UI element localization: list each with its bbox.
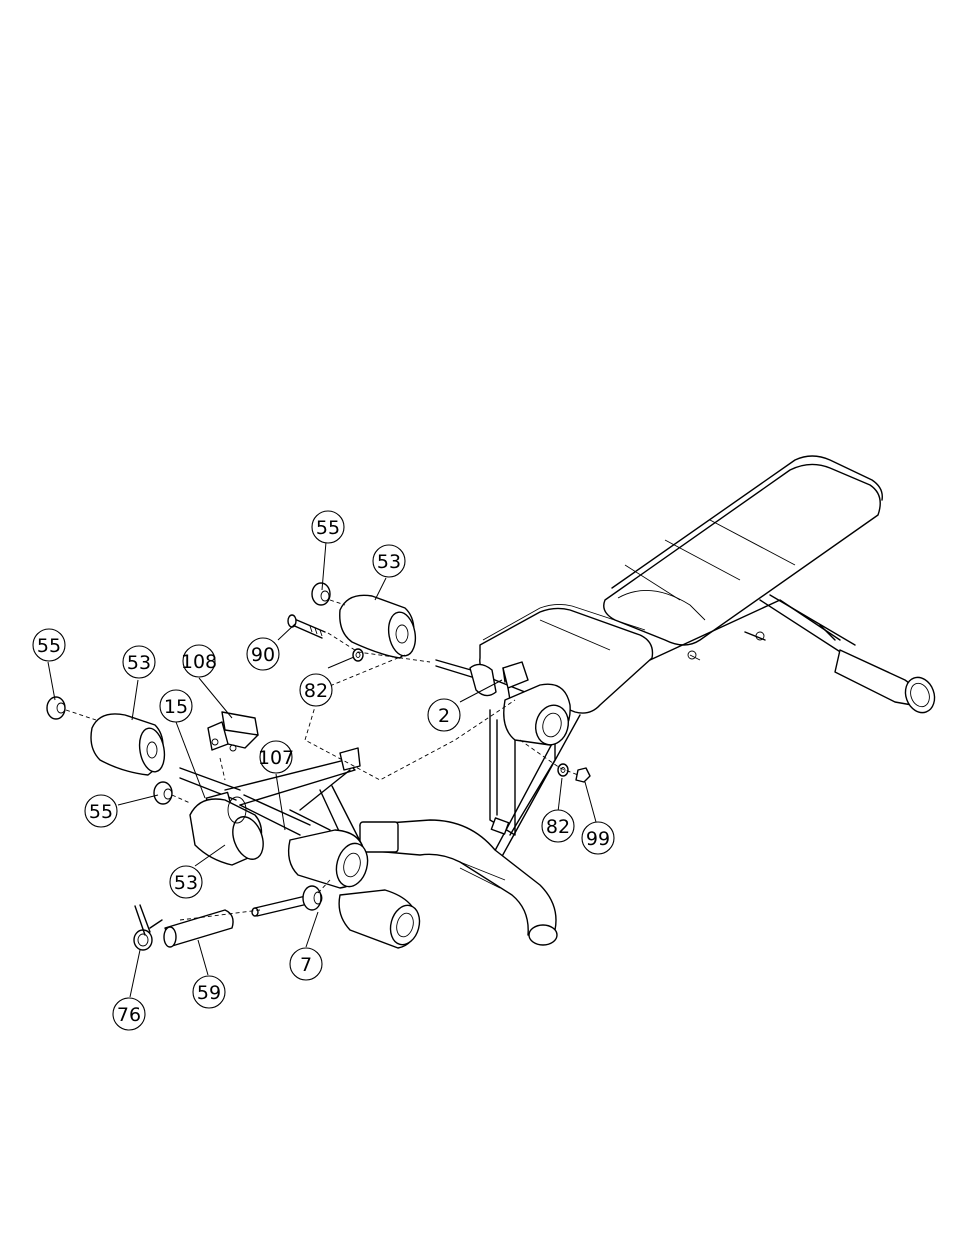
callout-label: 55 (89, 801, 113, 823)
callout-108: 108 (181, 645, 217, 677)
part-108-bracket (208, 712, 258, 751)
callout-label: 2 (438, 705, 450, 727)
callout-label: 107 (258, 747, 294, 769)
callout-107: 107 (258, 741, 294, 773)
callout-label: 108 (181, 651, 217, 673)
callout-label: 53 (174, 872, 198, 894)
callout-59: 59 (193, 976, 225, 1008)
callout-53: 53 (373, 545, 405, 577)
roller-53-left (91, 714, 168, 775)
callout-55: 55 (312, 511, 344, 543)
callout-label: 15 (164, 696, 188, 718)
callout-label: 55 (37, 635, 61, 657)
callout-76: 76 (113, 998, 145, 1030)
callout-label: 90 (251, 644, 275, 666)
callout-label: 59 (197, 982, 221, 1004)
callout-label: 55 (316, 517, 340, 539)
callout-label: 53 (377, 551, 401, 573)
front-roller-pad (504, 684, 573, 748)
callout-82: 82 (542, 810, 574, 842)
callout-15: 15 (160, 690, 192, 722)
callout-53: 53 (123, 646, 155, 678)
callout-53: 53 (170, 866, 202, 898)
callout-55: 55 (85, 795, 117, 827)
callout-label: 7 (300, 954, 312, 976)
callout-55: 55 (33, 629, 65, 661)
bracket-2 (436, 660, 528, 700)
callout-90: 90 (247, 638, 279, 670)
callout-label: 82 (304, 680, 328, 702)
callout-7: 7 (290, 948, 322, 980)
callout-label: 76 (117, 1004, 141, 1026)
callout-2: 2 (428, 699, 460, 731)
callout-82: 82 (300, 674, 332, 706)
roller-53-lower (190, 797, 269, 865)
callout-label: 99 (586, 828, 610, 850)
callout-label: 82 (546, 816, 570, 838)
callout-99: 99 (582, 822, 614, 854)
callout-label: 53 (127, 652, 151, 674)
roller-53-upper (340, 595, 419, 658)
